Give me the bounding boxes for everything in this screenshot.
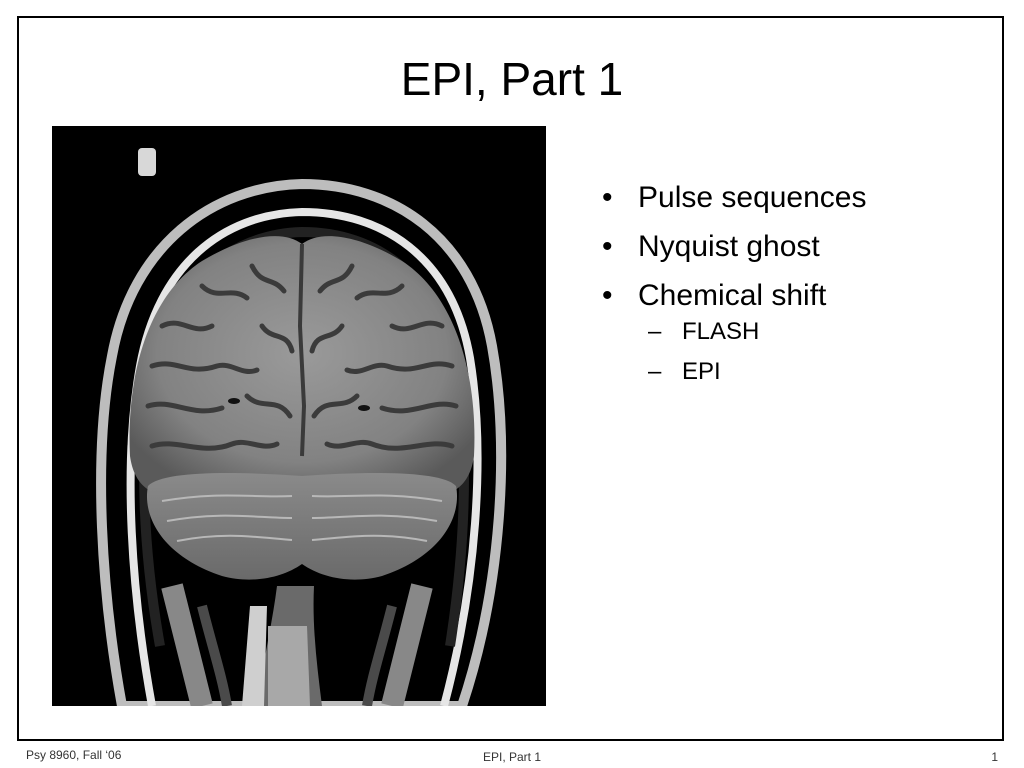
sub-bullet-marker: – [648, 358, 662, 385]
bullet-item: • Nyquist ghost [598, 229, 998, 265]
sub-bullet-item: – EPI [598, 357, 998, 387]
sub-bullet-text: EPI [682, 358, 721, 385]
bullet-item: • Pulse sequences [598, 180, 998, 216]
footer-course-label: Psy 8960, Fall ‘06 [26, 748, 122, 762]
bullet-marker: • [602, 279, 613, 312]
sub-bullet-text: FLASH [682, 318, 760, 345]
bullet-marker: • [602, 181, 613, 214]
sub-bullet-marker: – [648, 318, 662, 345]
footer-page-number: 1 [991, 750, 998, 764]
bullet-text: Pulse sequences [638, 181, 867, 214]
footer-slide-title: EPI, Part 1 [482, 750, 542, 764]
bullet-item: • Chemical shift [598, 278, 998, 314]
mri-brain-image [52, 126, 546, 706]
bullet-text: Nyquist ghost [638, 230, 820, 263]
bullet-text: Chemical shift [638, 279, 827, 312]
slide-title: EPI, Part 1 [400, 53, 624, 105]
mri-brain-coronal-image [52, 126, 546, 706]
bullet-list: • Pulse sequences • Nyquist ghost • Chem… [598, 180, 998, 397]
bullet-marker: • [602, 230, 613, 263]
sub-bullet-item: – FLASH [598, 317, 998, 347]
